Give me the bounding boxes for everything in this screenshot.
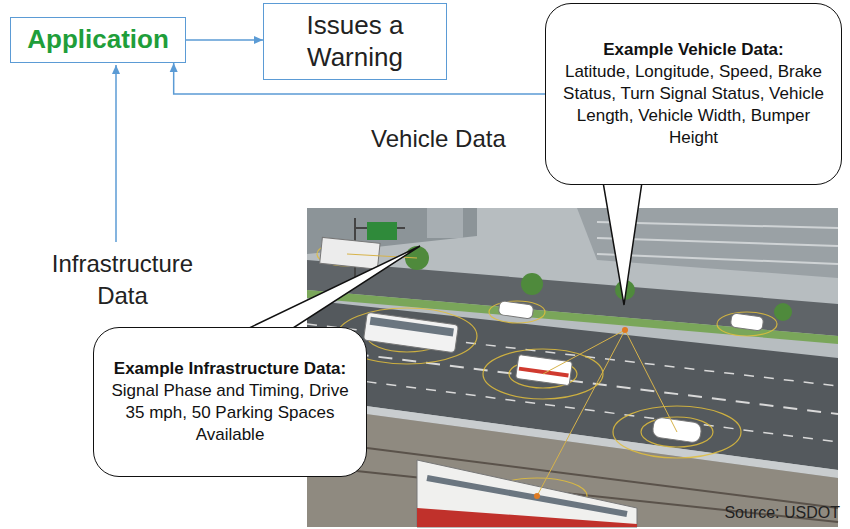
illustration-part — [652, 417, 702, 443]
node-title: Example Infrastructure Data: — [114, 358, 346, 380]
vehicle-data-label: Vehicle Data — [371, 124, 541, 154]
node-title: Application — [27, 24, 169, 55]
node-body: Signal Phase and Timing, Drive 35 mph, 5… — [108, 380, 352, 446]
illustration-part — [320, 237, 380, 269]
illustration-part — [367, 222, 397, 240]
illustration-part — [730, 313, 764, 331]
illustration-part — [498, 301, 534, 320]
illustration-part — [534, 493, 540, 499]
warning-box: Issues a Warning — [263, 3, 447, 80]
vehicle-callout: Example Vehicle Data:Latitude, Longitude… — [545, 3, 842, 185]
illustration-part — [370, 317, 454, 337]
leader-arrow — [115, 65, 117, 242]
illustration-part — [363, 312, 458, 353]
callout-tail — [603, 182, 642, 305]
illustration-part — [498, 301, 534, 320]
illustration-part — [537, 330, 625, 496]
illustration-part — [516, 354, 573, 385]
illustration-part — [774, 303, 792, 321]
flow-arrow — [186, 39, 263, 41]
illustration-part — [427, 208, 463, 238]
illustration-part — [625, 330, 677, 432]
illustration-part — [516, 354, 573, 385]
illustration-part — [489, 301, 545, 323]
callout-tail — [245, 246, 420, 330]
illustration-part — [730, 313, 764, 331]
illustration-part — [317, 242, 777, 514]
illustration-part — [521, 273, 543, 295]
illustration-part — [347, 254, 677, 496]
node-title: Example Vehicle Data: — [603, 39, 783, 61]
illustration-part — [622, 327, 628, 333]
node-title: Issues a Warning — [272, 10, 438, 72]
infrastructure-callout: Example Infrastructure Data:Signal Phase… — [93, 327, 367, 477]
illustration-part — [427, 478, 627, 514]
illustration-part — [519, 367, 569, 378]
illustration-part — [363, 312, 458, 353]
illustration-part — [717, 312, 777, 336]
scene — [307, 208, 838, 527]
illustration-part — [307, 208, 838, 527]
illustration-part — [417, 460, 637, 527]
infrastructure-data-label: Infrastructure Data — [35, 248, 210, 313]
illustration-part — [543, 330, 625, 374]
application-box: Application — [10, 17, 186, 63]
illustration-part — [320, 237, 380, 269]
illustration-part — [652, 417, 702, 443]
illustration-part — [597, 254, 838, 264]
source-note: Source: USDOT — [640, 503, 840, 523]
node-body: Latitude, Longitude, Speed, Brake Status… — [560, 61, 827, 149]
